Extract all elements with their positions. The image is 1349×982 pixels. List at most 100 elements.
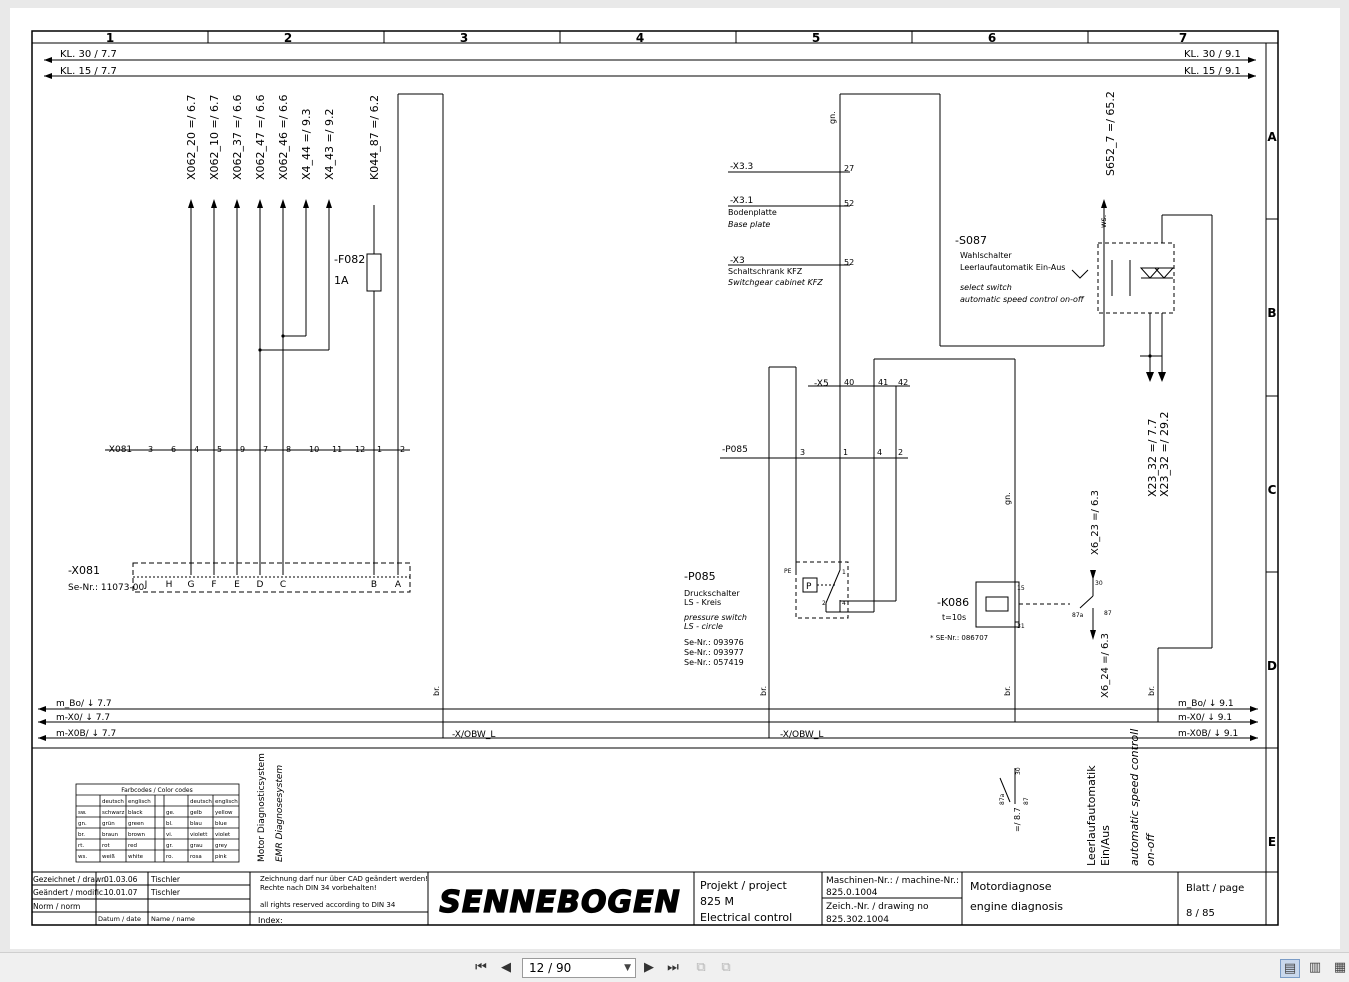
component-desc: Leerlaufautomatik Ein-Aus	[960, 263, 1065, 272]
document-viewer: 1 2 3 4 5 6 7 A B C D E KL. 30 / 7.7 KL.…	[10, 8, 1340, 949]
description-de: Motordiagnose	[970, 880, 1052, 893]
legend-cell: bl.	[166, 821, 173, 827]
wire-color: gn.	[1003, 492, 1012, 505]
component-desc: automatic speed control on-off	[960, 295, 1085, 304]
column-number: 4	[636, 31, 644, 45]
component-name: -S087	[955, 234, 987, 247]
connector-label: -P085	[722, 445, 748, 455]
first-page-icon[interactable]: ⏮	[475, 959, 487, 975]
legend-cell: ge.	[166, 810, 175, 816]
rail-label: -X/OBW_L	[452, 730, 495, 740]
legend-cell: blau	[190, 821, 202, 827]
pin-number: 11	[332, 445, 342, 454]
row-letter: B	[1267, 306, 1276, 320]
connector-pin-letter: A	[395, 580, 402, 590]
facing-pages-view-icon[interactable]: ▦	[1333, 960, 1347, 975]
pin-number: 8	[286, 445, 291, 454]
wire-reference: X062_20 =/ 6.7	[185, 95, 198, 180]
continuous-view-icon[interactable]: ▥	[1308, 960, 1322, 975]
single-page-view-icon[interactable]: ▤	[1280, 959, 1300, 978]
legend-cell: blue	[215, 821, 228, 827]
column-number: 6	[988, 31, 996, 45]
wire-color: ws.	[1099, 215, 1108, 228]
legend-cell: brown	[128, 832, 145, 838]
wire-reference: X062_47 =/ 6.6	[254, 95, 267, 180]
wire-reference: X062_46 =/ 6.6	[277, 95, 290, 180]
wire-reference: X4_43 =/ 9.2	[323, 109, 336, 180]
legend-cell: yellow	[215, 810, 233, 816]
pin-number: 10	[309, 445, 319, 454]
connector-label: -X3	[730, 256, 745, 266]
pin-number: 52	[844, 199, 854, 208]
back-view-icon[interactable]: ⧉	[696, 959, 706, 975]
function-reference: =/ 8.7	[1013, 807, 1022, 832]
legend-cell: green	[128, 821, 144, 827]
legend-cell: gn.	[78, 821, 87, 827]
title-note: Rechte nach DIN 34 vorbehalten!	[260, 884, 377, 892]
title-label: Name / name	[151, 915, 195, 923]
fuse-rating: 1A	[334, 274, 349, 287]
wire-reference: X6_23 =/ 6.3	[1090, 490, 1101, 555]
connector-location: Base plate	[728, 220, 770, 229]
pin-number: 42	[898, 378, 908, 387]
connector-pin-letter: G	[188, 580, 195, 590]
wire-reference: X23_32 =/ 29.2	[1158, 412, 1171, 497]
pin-number: 1	[843, 448, 848, 457]
rail-label: m-X0B/ ↓ 9.1	[1178, 729, 1238, 739]
title-label: Zeich.-Nr. / drawing no	[826, 902, 929, 912]
pin-number: 4	[194, 445, 199, 454]
pin-number: 87	[1023, 797, 1030, 805]
wire-reference: K044_87 =/ 6.2	[368, 95, 381, 180]
legend-cell: violet	[215, 832, 231, 838]
legend-cell: rt.	[78, 843, 84, 849]
connector-pin-letter: J	[144, 580, 148, 590]
legend-cell: gr.	[166, 843, 173, 849]
component-desc: Wahlschalter	[960, 251, 1012, 260]
connector-label: -X3.3	[730, 162, 753, 172]
legend-cell: br.	[78, 832, 85, 838]
rail-label: m-X0/ ↓ 7.7	[56, 713, 110, 723]
legend-cell: vi.	[166, 832, 173, 838]
next-page-icon[interactable]: ▶	[644, 959, 654, 975]
wire-color: br.	[759, 686, 768, 696]
pin-number: 30	[1095, 580, 1103, 587]
legend-cell: braun	[102, 832, 119, 838]
connector-pin-letter: E	[234, 580, 240, 590]
wire-reference: S652_7 =/ 65.2	[1104, 91, 1117, 176]
connector-pin-letter: D	[257, 580, 264, 590]
sheet-page-number: 8 / 85	[1186, 908, 1215, 919]
legend-cell: ro.	[166, 854, 173, 860]
pin-number: 5	[217, 445, 222, 454]
pin-number: 2	[822, 600, 826, 607]
connector-pin-letter: F	[211, 580, 216, 590]
previous-page-icon[interactable]: ◀	[501, 959, 511, 975]
project-name: 825 M	[700, 895, 734, 908]
pin-number: 41	[878, 378, 888, 387]
legend-cell: violett	[190, 832, 208, 838]
title-value: 10.01.07	[104, 888, 138, 897]
wire-reference: X6_24 =/ 6.3	[1100, 633, 1111, 698]
page-selector[interactable]: 12 / 90 ▼	[522, 958, 636, 978]
forward-view-icon[interactable]: ⧉	[721, 959, 731, 975]
legend-title: Farbcodes / Color codes	[121, 787, 192, 794]
rail-label: m_Bo/ ↓ 9.1	[1178, 699, 1234, 709]
legend-cell: grau	[190, 843, 203, 849]
title-note: all rights reserved according to DIN 34	[260, 901, 396, 909]
legend-cell: rosa	[190, 854, 202, 860]
legend-head: englisch	[215, 799, 238, 805]
pin-number: 4	[877, 448, 882, 457]
connector-location: Bodenplatte	[728, 208, 777, 217]
wire-reference: X062_37 =/ 6.6	[231, 95, 244, 180]
connector-label: -X5	[814, 379, 829, 389]
page-indicator: 12 / 90	[529, 961, 572, 975]
last-page-icon[interactable]: ⏭	[667, 959, 679, 975]
company-logo: SENNEBOGEN	[439, 885, 680, 920]
pin-number: 27	[844, 164, 854, 173]
title-value: Tischler	[150, 875, 181, 884]
row-letter: D	[1267, 659, 1277, 673]
rail-label: m_Bo/ ↓ 7.7	[56, 699, 112, 709]
column-number: 7	[1179, 31, 1187, 45]
chevron-down-icon: ▼	[624, 963, 631, 973]
connector-label: -X081	[106, 445, 132, 455]
pin-number: 87a	[999, 793, 1006, 805]
